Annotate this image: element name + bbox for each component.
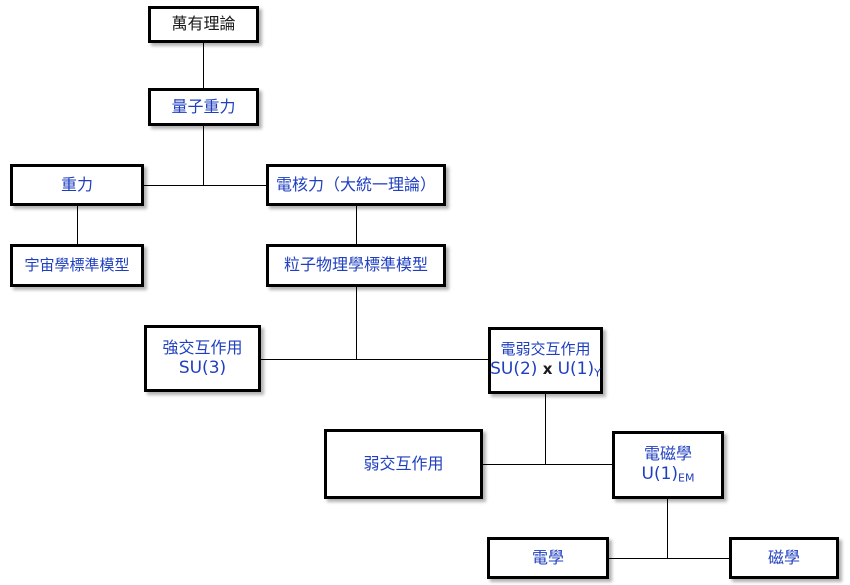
node-label-magnetism: 磁學 — [767, 547, 800, 567]
electroweak-group-right: U(1) — [557, 358, 595, 379]
edge-electromagnetism-down — [667, 499, 668, 558]
node-electroweak-interaction[interactable]: 電弱交互作用 SU(2) x U(1)Y — [488, 327, 603, 394]
edge-toe-to-quantum-gravity — [203, 43, 204, 88]
node-label-electricity: 電學 — [531, 547, 564, 567]
node-label-electromagnetism: 電磁學 — [643, 443, 692, 463]
node-label-quantum-gravity: 量子重力 — [171, 96, 236, 116]
node-label-particle-standard-model: 粒子物理學標準模型 — [283, 255, 428, 275]
electroweak-group-left: SU(2) — [490, 358, 538, 379]
node-cosmology-standard-model[interactable]: 宇宙學標準模型 — [10, 244, 144, 287]
node-formula-strong-interaction: SU(3) — [178, 357, 227, 378]
node-strong-interaction[interactable]: 強交互作用 SU(3) — [144, 325, 261, 392]
node-label-weak-interaction: 弱交互作用 — [363, 453, 444, 473]
edge-weak-to-electromagnetism — [483, 464, 612, 465]
node-electricity[interactable]: 電學 — [487, 537, 609, 579]
node-magnetism[interactable]: 磁學 — [729, 537, 839, 579]
electroweak-subscript: Y — [594, 366, 601, 380]
node-theory-of-everything[interactable]: 萬有理論 — [148, 6, 259, 43]
node-formula-electromagnetism: U(1)EM — [642, 464, 695, 485]
edge-electronuclear-to-particle-sm — [356, 206, 357, 244]
em-subscript: EM — [678, 471, 695, 485]
node-electronuclear-force[interactable]: 電核力（大統一理論） — [266, 164, 446, 206]
node-label-electronuclear-force: 電核力（大統一理論） — [275, 174, 436, 194]
node-quantum-gravity[interactable]: 量子重力 — [148, 88, 259, 126]
edge-strong-to-electroweak — [261, 359, 488, 360]
node-label-theory-of-everything: 萬有理論 — [171, 14, 236, 34]
edge-gravity-to-electronuclear — [144, 185, 266, 186]
edge-gravity-to-cosmology-sm — [77, 206, 78, 244]
em-group: U(1) — [641, 463, 679, 484]
edge-electroweak-down — [545, 394, 546, 464]
edge-particle-sm-down — [356, 287, 357, 359]
edge-quantum-gravity-down — [203, 126, 204, 185]
node-electromagnetism[interactable]: 電磁學 U(1)EM — [612, 431, 724, 499]
node-weak-interaction[interactable]: 弱交互作用 — [324, 429, 483, 499]
node-formula-electroweak-interaction: SU(2) x U(1)Y — [490, 359, 601, 380]
node-gravity[interactable]: 重力 — [10, 164, 144, 206]
node-label-electroweak-interaction: 電弱交互作用 — [500, 339, 591, 358]
electroweak-operator-symbol: x — [542, 359, 553, 378]
node-label-strong-interaction: 強交互作用 — [162, 338, 243, 358]
edge-electricity-to-magnetism — [609, 558, 729, 559]
node-label-gravity: 重力 — [60, 174, 93, 194]
node-particle-standard-model[interactable]: 粒子物理學標準模型 — [266, 244, 446, 287]
node-label-cosmology-standard-model: 宇宙學標準模型 — [24, 255, 130, 274]
